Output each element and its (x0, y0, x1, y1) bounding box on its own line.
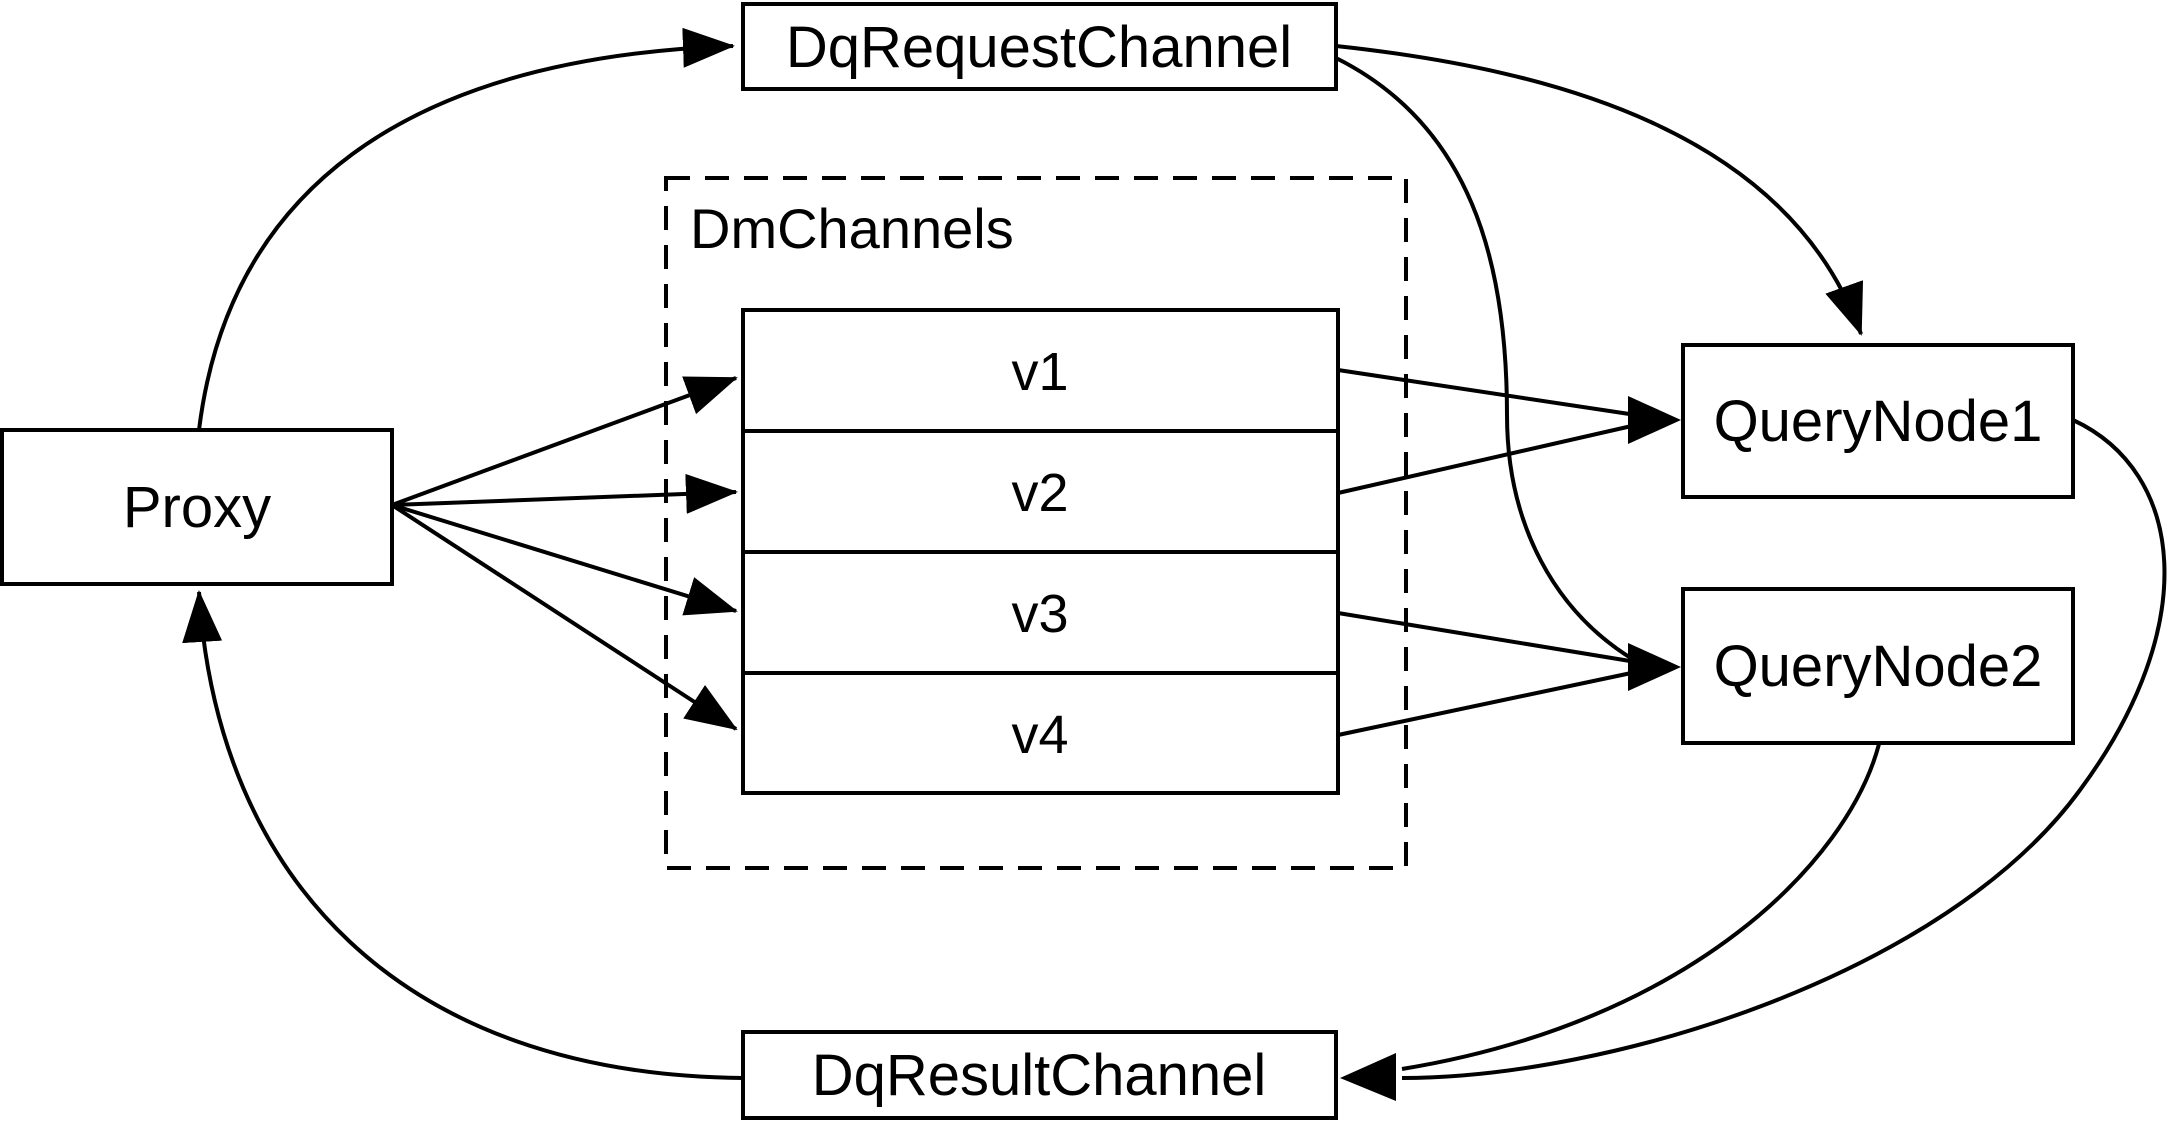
edge-proxy-to-v1 (391, 376, 738, 507)
edge-dqresultchannel-to-proxy (182, 590, 744, 1080)
dq-result-channel-box (741, 1030, 1338, 1120)
dm-channels-group-border (664, 176, 1408, 870)
query-node-1-label: QueryNode1 (1714, 389, 2043, 454)
dq-request-channel-box (741, 2, 1338, 91)
edge-proxy-to-v4 (390, 503, 738, 731)
edge-proxy-to-v3 (391, 503, 738, 616)
dq-result-channel-label: DqResultChannel (812, 1043, 1267, 1108)
node-dq-result-channel: DqResultChannel (741, 1030, 1338, 1120)
channel-v4-label: v4 (1011, 705, 1068, 765)
node-dq-request-channel: DqRequestChannel (741, 2, 1338, 91)
node-query-node-1: QueryNode1 (1681, 343, 2075, 499)
edge-dqrequestchannel-to-querynode1 (1335, 44, 1863, 336)
edge-v4-to-querynode2 (1337, 670, 1637, 737)
node-proxy: Proxy (0, 428, 394, 586)
edge-v1-to-querynode1 (1337, 368, 1637, 417)
channel-v1-label: v1 (1011, 342, 1068, 402)
arrowhead-into-querynode1 (1628, 396, 1681, 444)
node-query-node-2: QueryNode2 (1681, 587, 2075, 745)
query-node-2-label: QueryNode2 (1714, 634, 2043, 699)
edge-proxy-to-dqrequestchannel (197, 27, 735, 431)
query-node-2-box (1681, 587, 2075, 745)
channel-stack: v1 v2 v3 v4 (741, 308, 1340, 795)
proxy-label: Proxy (123, 475, 271, 540)
edge-proxy-to-v2 (391, 473, 738, 514)
query-node-1-box (1681, 343, 2075, 499)
edge-querynode2-to-dqresultchannel (1401, 743, 1881, 1071)
channel-v2-label: v2 (1011, 463, 1068, 523)
edge-dqrequestchannel-to-querynode2 (1335, 56, 1636, 662)
channel-v3-label: v3 (1011, 584, 1068, 644)
edges (182, 27, 2167, 1101)
arrowhead-into-querynode2 (1628, 643, 1681, 691)
arrowhead-into-dqresultchannel (1340, 1053, 1396, 1101)
proxy-box (0, 428, 394, 586)
edge-v2-to-querynode1 (1337, 423, 1637, 495)
dm-channels-group-label: DmChannels (690, 197, 1014, 260)
edge-querynode1-to-dqresultchannel (1401, 418, 2167, 1080)
dm-channels-group: DmChannels v1 v2 v3 v4 (664, 176, 1408, 870)
dq-request-channel-label: DqRequestChannel (786, 15, 1292, 80)
edge-v3-to-querynode2 (1337, 611, 1637, 664)
